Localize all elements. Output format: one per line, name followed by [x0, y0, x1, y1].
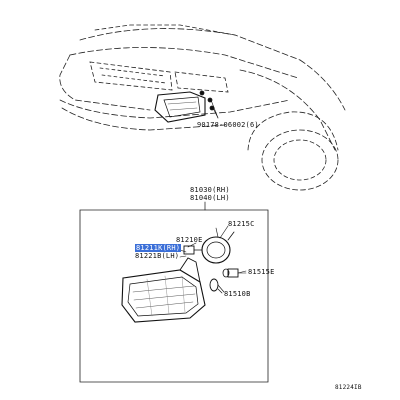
- part-number-screw: 90178-06002(6): [197, 121, 259, 129]
- part-number-assembly-rh: 81030(RH): [190, 186, 230, 194]
- fog-lamp-housing: [121, 257, 206, 323]
- socket-81210e: [183, 245, 203, 255]
- part-number-81221b: 81221B(LH): [135, 252, 180, 260]
- exploded-view-box: [79, 201, 269, 383]
- bulb-81510b: [209, 278, 225, 293]
- part-number-81510b: 81510B: [224, 290, 251, 298]
- leader-lines: [179, 225, 247, 294]
- car-front-illustration: [59, 24, 346, 191]
- part-number-81211k[interactable]: 81211K(RH): [135, 244, 182, 252]
- part-number-assembly-lh: 81040(LH): [190, 194, 230, 202]
- part-number-81515e: 81515E: [248, 268, 275, 276]
- bulb-holder-81215c: [201, 227, 235, 264]
- bulb-81515e: [222, 268, 247, 278]
- part-number-81215c: 81215C: [228, 220, 255, 228]
- part-number-81210e: 81210E: [176, 236, 203, 244]
- figure-code: 81224IB: [335, 384, 362, 391]
